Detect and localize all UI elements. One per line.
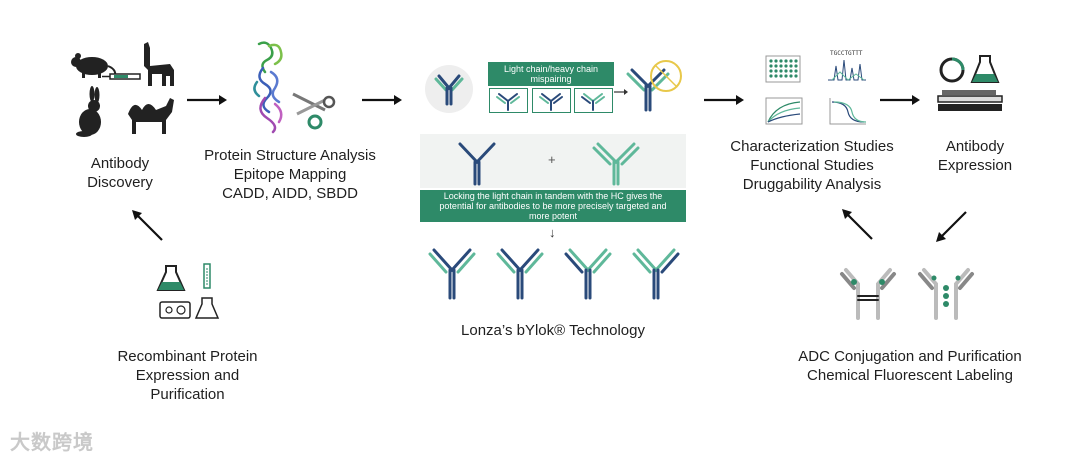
- protein-structure-icon: [253, 41, 336, 134]
- adc-label: ADC Conjugation and Purification Chemica…: [798, 348, 1022, 384]
- bylok-circle-antibody: [425, 65, 473, 113]
- syringe-icon: [102, 73, 141, 80]
- rat-icon: [71, 53, 117, 79]
- chromatogram-icon: [828, 59, 866, 81]
- flow-arrow-right-2: [362, 95, 402, 105]
- locked-antibody: [632, 248, 680, 300]
- flow-arrow-down-left: [936, 211, 967, 242]
- flow-arrow-right-1: [187, 95, 227, 105]
- antibody-expression-label: Antibody Expression: [937, 138, 1013, 174]
- mispairing-caption: Light chain/heavy chain mispairing: [488, 62, 614, 86]
- recombinant-icons: [156, 263, 220, 319]
- camel-icon: [128, 98, 174, 134]
- mispair-result-antibody: [614, 60, 682, 112]
- flask-icon: [970, 55, 1000, 83]
- sequence-text: TGCCTGTTT: [830, 50, 863, 57]
- flow-arrow-right-3: [704, 95, 744, 105]
- bylok-heavy-chain-antibody: [458, 142, 496, 186]
- gel-plate-icon: [159, 301, 191, 319]
- characterization-label: Characterization Studies Functional Stud…: [730, 138, 894, 193]
- locked-antibodies-row: [428, 248, 680, 300]
- well-plate-icon: [765, 55, 801, 83]
- locked-antibody: [564, 248, 612, 300]
- watermark: 大数跨境: [10, 430, 94, 454]
- plus-sign: +: [548, 152, 556, 167]
- locked-antibody: [496, 248, 544, 300]
- scissors-icon: [292, 92, 336, 130]
- flow-arrow-up-left: [842, 209, 873, 240]
- bylok-light-chain-antibody: [592, 142, 640, 186]
- protein-structure-label: Protein Structure Analysis Epitope Mappi…: [204, 147, 376, 202]
- shaker-icon: [937, 90, 1003, 111]
- rabbit-icon: [76, 86, 101, 137]
- flow-arrow-right-4: [880, 95, 920, 105]
- mispaired-antibodies: [489, 88, 613, 113]
- plasmid-icon: [939, 57, 965, 83]
- llama-icon: [144, 42, 174, 86]
- column-icon: [194, 263, 220, 319]
- bylok-label: Lonza’s bYlok® Technology: [461, 322, 645, 339]
- expression-icons: [937, 55, 1003, 111]
- flask-icon: [156, 265, 186, 291]
- down-arrow: ↓: [549, 225, 556, 240]
- flow-arrow-up-left-recombinant: [132, 210, 163, 241]
- animals-icon: [71, 42, 174, 137]
- locked-antibody: [428, 248, 476, 300]
- binding-curve-icon: [765, 97, 803, 125]
- dose-response-icon: [829, 98, 867, 125]
- antibody-discovery-label: Antibody Discovery: [87, 155, 153, 191]
- adc-antibodies-icon: [840, 268, 974, 320]
- bylok-middle-box: [420, 134, 686, 188]
- characterization-icons: [765, 55, 867, 125]
- locking-caption: Locking the light chain in tandem with t…: [420, 190, 686, 222]
- recombinant-label: Recombinant Protein Expression and Purif…: [117, 348, 258, 403]
